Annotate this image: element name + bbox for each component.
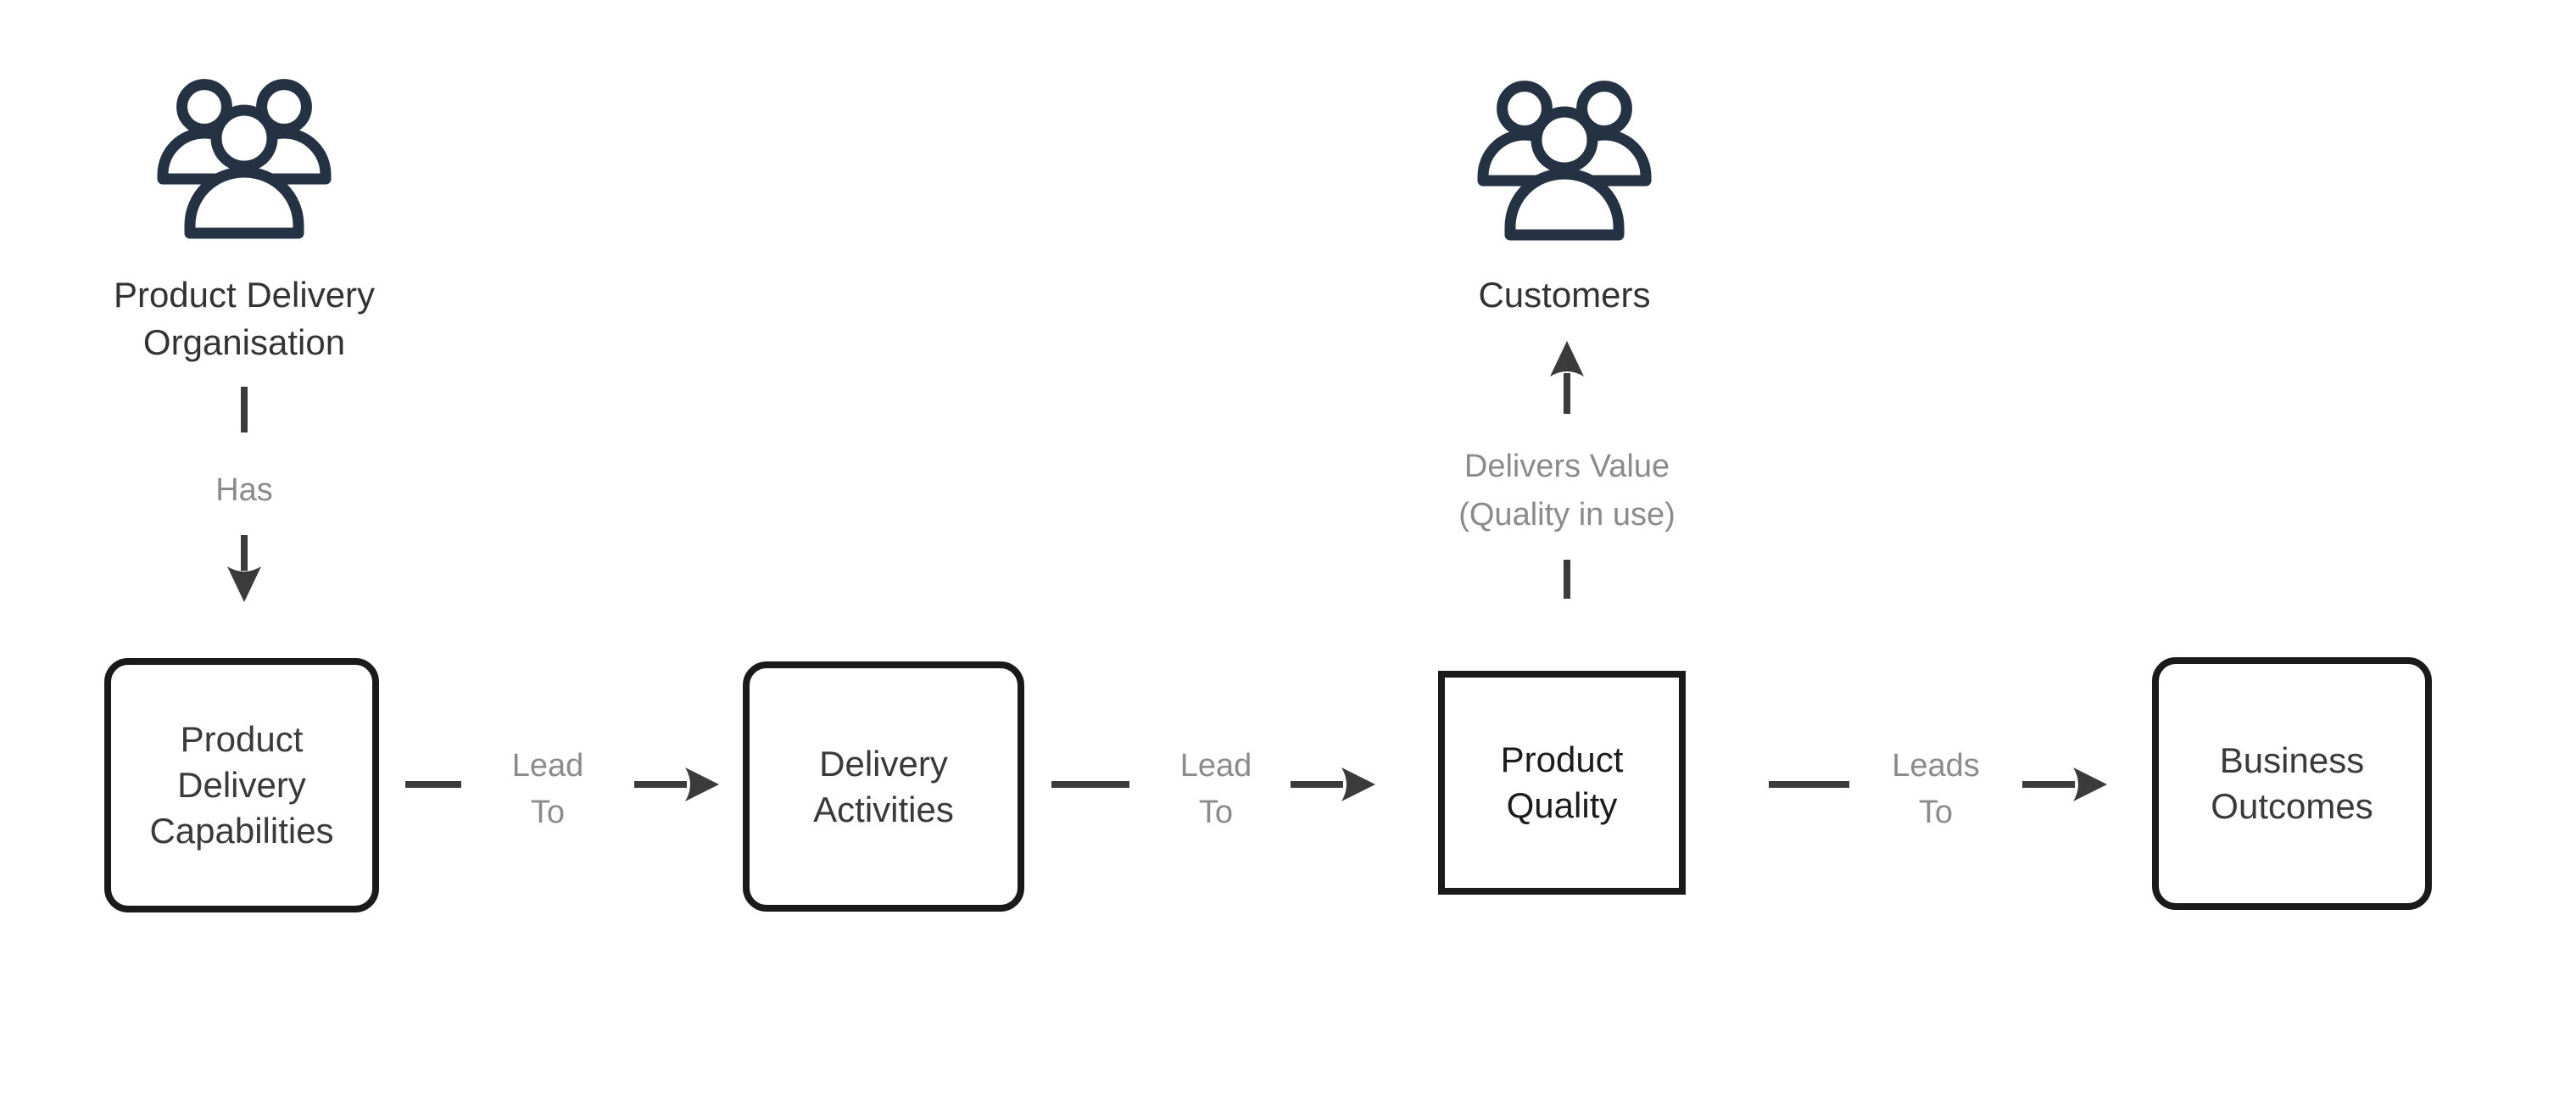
- node-label: Product Delivery Capabilities: [149, 719, 334, 851]
- has-connector-label: Has: [215, 472, 273, 508]
- node-business-outcomes: Business Outcomes: [2152, 657, 2432, 910]
- delivers-value-connector-label: Delivers Value (Quality in use): [1414, 443, 1720, 539]
- arrow-right-icon: [2022, 767, 2107, 801]
- customers-label: Customers: [1478, 275, 1651, 315]
- node-delivery-activities: Delivery Activities: [743, 661, 1024, 912]
- delivers-value-line-2: (Quality in use): [1458, 497, 1676, 533]
- delivers-value-connector-segment: [1564, 560, 1570, 599]
- lead-to-1-connector-segment: [405, 781, 461, 788]
- lead-to-2-connector-label: Lead To: [1179, 748, 1252, 830]
- arrow-right-icon: [634, 767, 719, 801]
- node-label: Business Outcomes: [2211, 740, 2373, 826]
- node-product-delivery-capabilities: Product Delivery Capabilities: [104, 658, 379, 912]
- arrow-right-icon: [1291, 767, 1375, 801]
- has-connector-segment: [241, 387, 248, 432]
- node-label: Product Quality: [1500, 739, 1624, 825]
- node-product-quality: Product Quality: [1438, 671, 1686, 895]
- leads-to-connector-segment: [1769, 781, 1849, 788]
- delivers-value-line-1: Delivers Value: [1464, 449, 1670, 484]
- lead-to-2-connector-segment: [1051, 781, 1129, 788]
- leads-to-connector-label: Leads To: [1892, 748, 1980, 830]
- people-group-icon: [1476, 76, 1653, 243]
- node-label: Delivery Activities: [813, 743, 954, 829]
- people-group-icon: [156, 75, 332, 241]
- arrow-down-icon: [227, 535, 261, 602]
- organisation-label: Product Delivery Organisation: [113, 275, 376, 362]
- arrow-up-icon: [1550, 341, 1584, 414]
- lead-to-1-connector-label: Lead To: [511, 748, 584, 830]
